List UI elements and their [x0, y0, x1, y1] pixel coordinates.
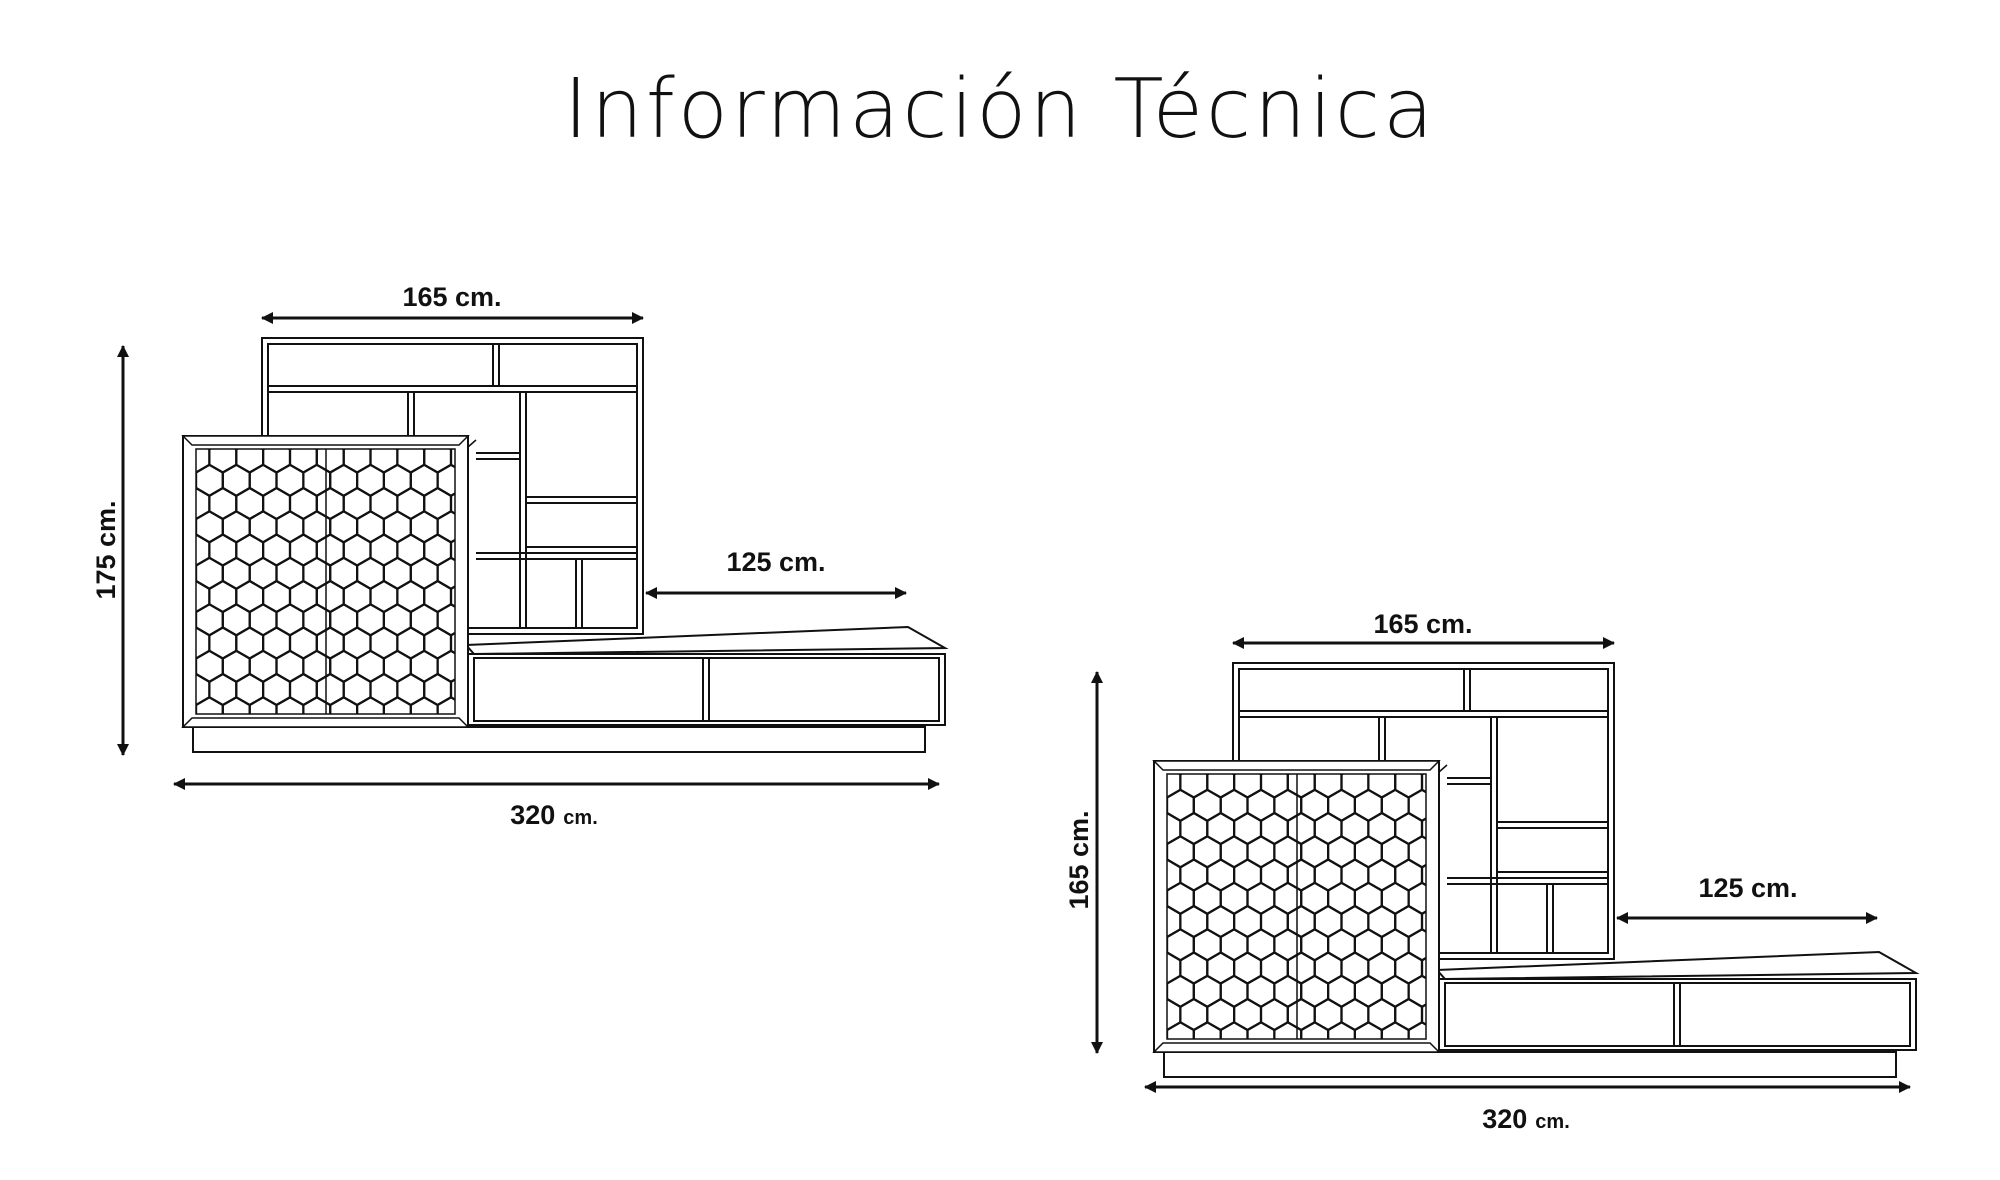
- dim-label-height-b: 165 cm.: [1064, 810, 1094, 909]
- page-title: Información Técnica: [563, 62, 1437, 157]
- dim-label-top-b: 165 cm.: [1373, 609, 1472, 639]
- dim-label-height-a: 175 cm.: [91, 500, 121, 599]
- dim-label-side-a: 125 cm.: [726, 547, 825, 577]
- dim-label-top-a: 165 cm.: [402, 282, 501, 312]
- dim-label-side-b: 125 cm.: [1698, 873, 1797, 903]
